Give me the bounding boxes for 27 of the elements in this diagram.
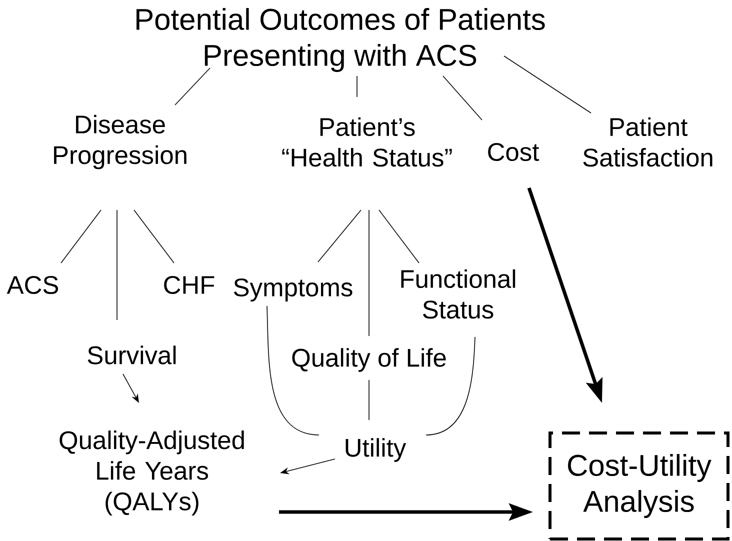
curved-line	[426, 336, 476, 436]
connector-line	[356, 76, 358, 98]
outcome-label: Disease Progression	[54, 114, 186, 170]
connector-line	[60, 210, 102, 264]
outcome-label: Survival	[88, 346, 176, 364]
connector-line	[378, 210, 420, 264]
connector-line	[504, 56, 592, 114]
outcome-label: Patient Satisfaction	[583, 117, 712, 167]
connector-line	[174, 68, 210, 106]
connector-line	[116, 210, 118, 320]
outcome-label: CHF	[164, 276, 214, 294]
connector-line	[368, 210, 370, 336]
outcome-label: Utility	[346, 438, 406, 462]
outcome-label: Symptoms	[234, 278, 352, 302]
outcome-label: Patient’s “Health Status”	[282, 117, 452, 167]
outcome-label: Functional Status	[401, 269, 516, 319]
heading: Potential Outcomes of Patients Presenting with ACS	[136, 8, 545, 72]
outcome-label: Quality-Adjusted Life Years (QALYs)	[60, 430, 244, 516]
connector-line	[368, 380, 370, 420]
analysis-box: Cost-Utility Analysis	[548, 432, 730, 540]
connector-line	[442, 76, 482, 120]
curved-line	[266, 306, 320, 436]
connector-line	[134, 210, 174, 264]
outcome-label: ACS	[6, 276, 58, 294]
connector-line	[318, 210, 362, 262]
outcome-label: Quality of Life	[292, 348, 446, 372]
outcome-label: Cost	[488, 142, 540, 162]
